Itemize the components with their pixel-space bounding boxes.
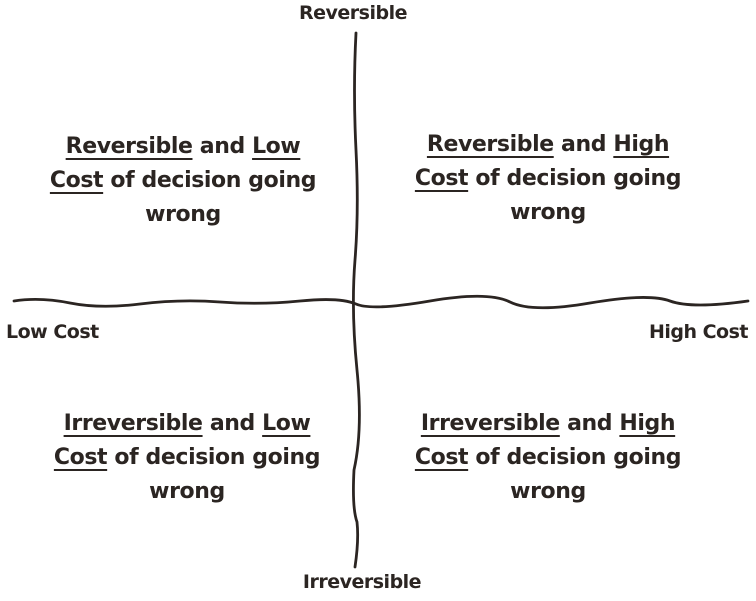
quadrant-text-underlined: Irreversible	[63, 411, 203, 436]
quadrant-text-line: wrong	[403, 196, 693, 230]
quadrant-text-line: Cost of decision going	[42, 441, 332, 475]
quadrant-text-underlined: Irreversible	[420, 411, 560, 436]
quadrant-text-underlined: Low	[252, 134, 301, 159]
quadrant-text-underlined: Cost	[414, 166, 469, 191]
quadrant-text-underlined: High	[613, 132, 670, 157]
quadrant-text: of decision going	[468, 445, 682, 470]
quadrant-text-line: Reversible and High	[403, 128, 693, 162]
quadrant-text-underlined: Cost	[53, 445, 108, 470]
quadrant-top-left: Reversible and Low Cost of decision goin…	[38, 130, 328, 232]
quadrant-top-right: Reversible and High Cost of decision goi…	[403, 128, 693, 230]
quadrant-text-line: wrong	[42, 475, 332, 509]
quadrant-text-underlined: Reversible	[426, 132, 554, 157]
quadrant-text: wrong	[145, 202, 221, 227]
quadrant-text: wrong	[510, 479, 586, 504]
quadrant-text-line: Irreversible and Low	[42, 407, 332, 441]
quadrant-text: of decision going	[107, 445, 321, 470]
axis-label-low-cost: Low Cost	[6, 321, 99, 343]
axis-label-reversible: Reversible	[299, 2, 407, 24]
quadrant-text-underlined: Cost	[414, 445, 469, 470]
quadrant-text: and	[202, 411, 263, 436]
horizontal-axis-line	[12, 294, 750, 310]
quadrant-text-line: Irreversible and High	[403, 407, 693, 441]
quadrant-text-line: wrong	[403, 475, 693, 509]
quadrant-bottom-right: Irreversible and High Cost of decision g…	[403, 407, 693, 509]
quadrant-text-underlined: Cost	[49, 168, 104, 193]
quadrant-text-line: Cost of decision going	[403, 441, 693, 475]
quadrant-text: of decision going	[103, 168, 317, 193]
axis-label-irreversible: Irreversible	[302, 571, 422, 593]
quadrant-text-line: Reversible and Low	[38, 130, 328, 164]
axis-label-high-cost: High Cost	[648, 321, 749, 343]
quadrant-text: wrong	[149, 479, 225, 504]
quadrant-text: of decision going	[468, 166, 682, 191]
vertical-axis-line	[352, 31, 361, 569]
quadrant-text: and	[553, 132, 614, 157]
quadrant-text: and	[559, 411, 620, 436]
quadrant-text-underlined: High	[619, 411, 676, 436]
quadrant-text: and	[192, 134, 253, 159]
quadrant-text-line: Cost of decision going	[38, 164, 328, 198]
quadrant-text-underlined: Low	[262, 411, 311, 436]
quadrant-text-line: wrong	[38, 198, 328, 232]
quadrant-text-line: Cost of decision going	[403, 162, 693, 196]
quadrant-text-underlined: Reversible	[65, 134, 193, 159]
quadrant-bottom-left: Irreversible and Low Cost of decision go…	[42, 407, 332, 509]
quadrant-text: wrong	[510, 200, 586, 225]
